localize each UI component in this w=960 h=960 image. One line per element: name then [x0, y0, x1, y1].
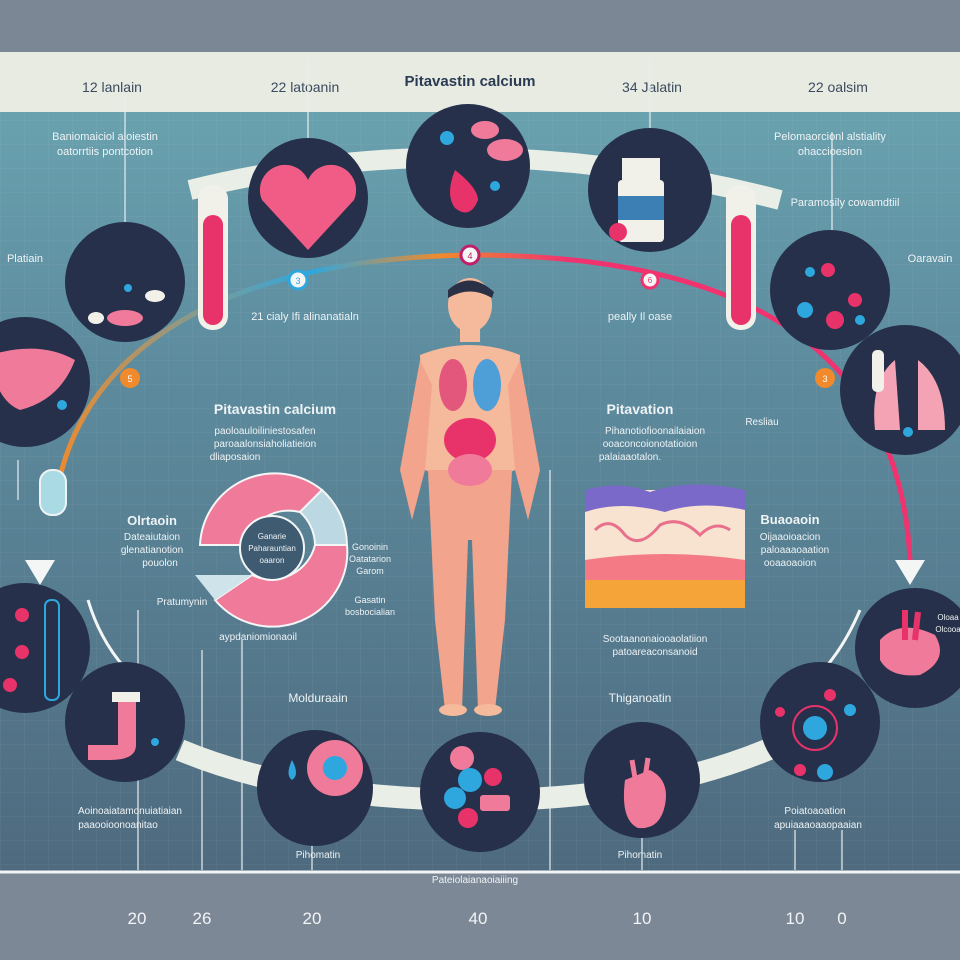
dropper-icon [39, 469, 67, 701]
wheel-center-text: Paharauntian [248, 544, 296, 553]
medicine-bottle-icon [588, 128, 712, 252]
wheel-label: bosbocialian [345, 607, 395, 617]
callout-text: Pelomaorcionl alstiality [774, 131, 886, 143]
bottom-label: Thiganoatin [609, 691, 672, 705]
panel-text: Resliau [745, 417, 778, 428]
skin-layers-illustration [585, 484, 745, 608]
step-marker: 3 [815, 368, 835, 388]
header-band [0, 52, 960, 112]
top-label: 22 oalsim [808, 79, 868, 95]
arrow-down-icon [25, 560, 55, 585]
stomach-icon [855, 588, 960, 708]
top-strip [0, 0, 960, 52]
axis-tick: 10 [786, 909, 805, 928]
axis-tick: 20 [128, 909, 147, 928]
svg-text:5: 5 [127, 374, 132, 384]
axis-tick: 10 [633, 909, 652, 928]
blood-drop-pills-icon [406, 104, 530, 228]
step-marker: 3 [287, 269, 309, 291]
cell-icon [257, 730, 373, 846]
heart-icon [248, 138, 368, 258]
wheel-label: Oatatarion [349, 554, 391, 564]
svg-text:3: 3 [295, 276, 300, 286]
segmented-wheel-chart: Ganarie Paharauntian oaaron [195, 472, 349, 628]
liver-icon [0, 317, 90, 447]
wheel-caption: aypdaniomionaoil [219, 632, 297, 643]
axis-ticks: 20 26 20 40 10 10 0 [128, 909, 847, 928]
circle-label: Pihomatin [618, 850, 662, 861]
svg-text:6: 6 [648, 276, 653, 285]
arrow-down-icon [895, 560, 925, 585]
panel-text: paroaalonsiaholiatieion [214, 439, 316, 450]
side-text: paloaaaoaation [761, 545, 829, 556]
side-text: glenatianotion [121, 545, 183, 556]
stomach-note: Oloaa [937, 613, 959, 622]
wheel-center-text: oaaron [260, 556, 285, 565]
leader-lines [17, 58, 843, 870]
bottom-strip [0, 872, 960, 960]
side-label: Buaoaoin [760, 512, 819, 527]
callout-text: Oaravain [908, 253, 953, 265]
circle-label: Pihomatin [296, 850, 340, 861]
skin-caption: patoareaconsanoid [612, 647, 697, 658]
axis-tick: 40 [469, 909, 488, 928]
panel-title: Pitavastin calcium [214, 401, 336, 417]
human-body-figure [400, 278, 540, 716]
svg-text:3: 3 [822, 374, 827, 384]
side-label: Olrtaoin [127, 513, 177, 528]
side-text: Dateaiutaion [124, 532, 180, 543]
panel-text: Pihanotiofioonailaiaion [605, 426, 705, 437]
heart-organ-icon [584, 722, 700, 838]
step-marker: 5 [120, 368, 140, 388]
step-marker: 6 [640, 270, 660, 290]
side-text: ooaaoaoion [764, 558, 816, 569]
callout-text: peally Il oase [608, 311, 672, 323]
wheel-label: Gonoinin [352, 542, 388, 552]
panel-text: dliaposaion [210, 452, 261, 463]
callout-text: 21 cialy Ifi alinanatialn [251, 311, 359, 323]
top-label: 12 lanlain [82, 79, 142, 95]
molecule-ring-icon [760, 662, 880, 782]
panel-text: ooaconcoionotatioion [603, 439, 698, 450]
callout-text: Platiain [7, 253, 43, 265]
bottom-caption: apuiaaaoaaopaaian [774, 820, 862, 831]
test-tube-icon [198, 185, 228, 330]
side-text: Oijaaoioacion [760, 532, 821, 543]
callout-text: Paramosily cowamdtiil [791, 197, 900, 209]
lungs-icon [840, 325, 960, 455]
bottom-caption: Poiatoaoation [784, 806, 845, 817]
pills-icon [65, 222, 185, 342]
bottom-caption: Aoinoaiatamonuiatiaian [78, 806, 182, 817]
panel-text: paoloauloiliniestosafen [214, 426, 315, 437]
top-label: 22 latoanin [271, 79, 340, 95]
center-caption: Pateiolaianaoiaiiing [432, 875, 518, 886]
axis-tick: 0 [837, 909, 846, 928]
panel-title: Pitavation [607, 401, 674, 417]
svg-text:4: 4 [467, 251, 472, 261]
panel-text: palaiaaotalon. [599, 452, 661, 463]
tablets-icon [420, 732, 540, 852]
stomach-note: Olcooa [935, 625, 960, 634]
skin-caption: Sootaanonaiooaolatiion [603, 634, 708, 645]
page-title: Pitavastin calcium [405, 73, 536, 90]
foot-bone-icon [65, 662, 185, 782]
callout-text: oatorrtiis pontcotion [57, 146, 153, 158]
wheel-label: Pratumynin [157, 597, 208, 608]
callout-text: ohaccioesion [798, 146, 862, 158]
side-text: pouolon [142, 558, 178, 569]
bottom-caption: paaooioonoanitao [78, 820, 158, 831]
callout-text: Baniomaiciol aloiestin [52, 131, 158, 143]
wheel-label: Garom [356, 566, 384, 576]
test-tube-icon [726, 185, 756, 330]
step-marker: 4 [459, 244, 481, 266]
wheel-label: Gasatin [354, 595, 385, 605]
wheel-center-text: Ganarie [258, 532, 287, 541]
molecule-icon [770, 230, 890, 350]
bottom-label: Molduraain [288, 691, 347, 705]
axis-tick: 20 [303, 909, 322, 928]
axis-tick: 26 [193, 909, 212, 928]
top-label: 34 Jalatin [622, 79, 682, 95]
